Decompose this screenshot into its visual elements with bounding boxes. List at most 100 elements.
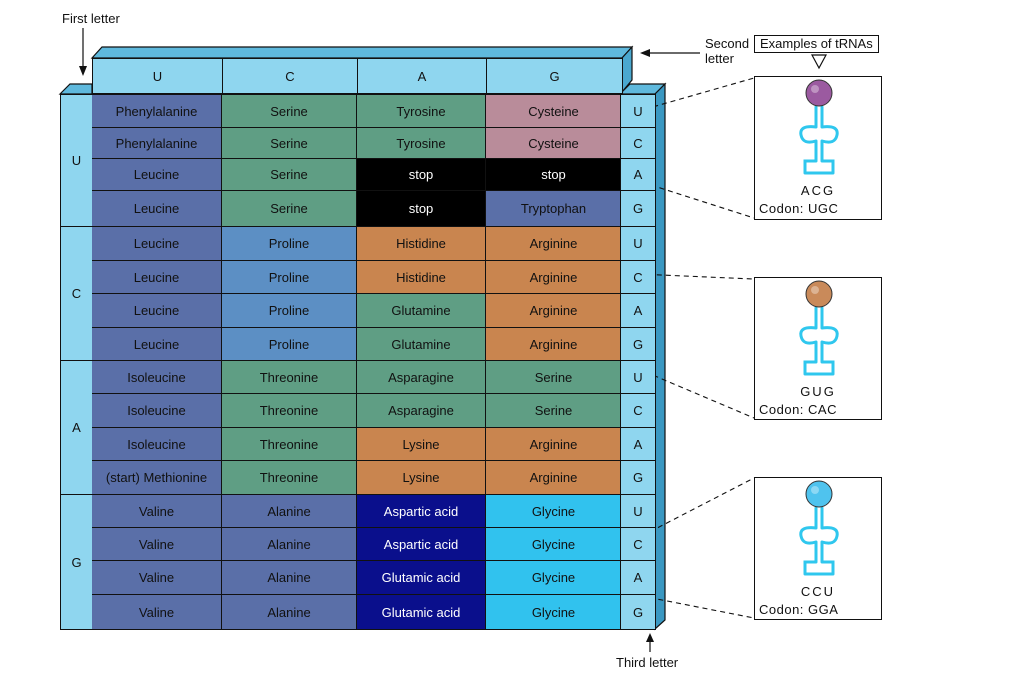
trna-1-codon: Codon: UGC [759, 201, 839, 216]
codon-cell: Proline [222, 328, 357, 361]
third-letter-cell: U [621, 495, 655, 528]
codon-cell: Isoleucine [92, 394, 222, 428]
codon-cell: Lysine [357, 428, 486, 461]
codon-cell: Glycine [486, 495, 621, 528]
codon-cell: Serine [222, 159, 357, 191]
third-letter-cell: G [621, 328, 655, 361]
codon-cell: Glycine [486, 595, 621, 630]
codon-cell: Isoleucine [92, 428, 222, 461]
second-letter-U: U [92, 58, 223, 94]
third-letter-cell: C [621, 394, 655, 428]
codon-cell: Serine [222, 191, 357, 227]
third-letter-cell: U [621, 95, 655, 128]
second-letter-C: C [222, 58, 358, 94]
third-letter-cell: G [621, 461, 655, 495]
codon-cell: Glutamic acid [357, 561, 486, 595]
trna-2-icon [799, 280, 839, 376]
codon-cell: Proline [222, 294, 357, 328]
codon-cell: Glutamine [357, 294, 486, 328]
codon-cell: Glycine [486, 528, 621, 561]
codon-cell: Aspartic acid [357, 495, 486, 528]
trna-example-2: GUG Codon: CAC [754, 277, 882, 420]
codon-cell: Proline [222, 227, 357, 261]
codon-cell: Threonine [222, 394, 357, 428]
second-letter-A: A [357, 58, 487, 94]
codon-cell: Valine [92, 561, 222, 595]
codon-cell: Cysteine [486, 128, 621, 159]
third-letter-cell: U [621, 361, 655, 394]
first-letter-label: First letter [62, 11, 120, 26]
codon-cell: Alanine [222, 561, 357, 595]
codon-cell: Threonine [222, 428, 357, 461]
codon-cell: Phenylalanine [92, 95, 222, 128]
codon-cell: stop [357, 191, 486, 227]
codon-cell: Serine [222, 128, 357, 159]
codon-cell: Arginine [486, 227, 621, 261]
codon-cell: (start) Methionine [92, 461, 222, 495]
first-letter-G: G [60, 494, 93, 630]
codon-cell: Serine [222, 95, 357, 128]
first-letter-C: C [60, 226, 93, 361]
codon-cell: Tryptophan [486, 191, 621, 227]
codon-cell: Arginine [486, 461, 621, 495]
third-letter-cell: C [621, 261, 655, 294]
third-letter-cell: A [621, 428, 655, 461]
third-letter-label: Third letter [616, 655, 679, 670]
trna-3-anticodon: CCU [800, 584, 836, 599]
codon-cell: Leucine [92, 191, 222, 227]
third-letter-cell: A [621, 159, 655, 191]
codon-cell: Glutamine [357, 328, 486, 361]
trna-3-codon: Codon: GGA [759, 602, 839, 617]
codon-cell: Glutamic acid [357, 595, 486, 630]
trna-example-3: CCU Codon: GGA [754, 477, 882, 620]
codon-cell: Alanine [222, 495, 357, 528]
codon-cell: Asparagine [357, 361, 486, 394]
trna-1-anticodon: ACG [800, 183, 836, 198]
codon-cell: Alanine [222, 595, 357, 630]
third-letter-cell: A [621, 561, 655, 595]
third-letter-cell: C [621, 528, 655, 561]
codon-cell: Arginine [486, 328, 621, 361]
codon-cell: Leucine [92, 159, 222, 191]
codon-cell: Arginine [486, 294, 621, 328]
codon-cell: Asparagine [357, 394, 486, 428]
trna-example-1: ACG Codon: UGC [754, 76, 882, 220]
codon-cell: Phenylalanine [92, 128, 222, 159]
codon-cell: Glycine [486, 561, 621, 595]
third-letter-cell: C [621, 128, 655, 159]
second-letter-label: Second letter [705, 36, 750, 66]
trna-3-icon [799, 480, 839, 576]
codon-cell: Valine [92, 495, 222, 528]
trna-1-icon [799, 79, 839, 175]
codon-cell: Serine [486, 361, 621, 394]
codon-cell: Leucine [92, 328, 222, 361]
codon-cell: Valine [92, 528, 222, 561]
codon-cell: Serine [486, 394, 621, 428]
second-letter-G: G [486, 58, 623, 94]
trna-2-anticodon: GUG [800, 384, 836, 399]
codon-cell: Leucine [92, 227, 222, 261]
first-letter-A: A [60, 360, 93, 495]
third-letter-cell: G [621, 191, 655, 227]
codon-cell: Threonine [222, 461, 357, 495]
codon-cell: Histidine [357, 227, 486, 261]
codon-cell: Proline [222, 261, 357, 294]
third-letter-cell: G [621, 595, 655, 630]
first-letter-U: U [60, 94, 93, 227]
codon-cell: Aspartic acid [357, 528, 486, 561]
codon-cell: Tyrosine [357, 128, 486, 159]
third-letter-cell: A [621, 294, 655, 328]
third-letter-cell: U [621, 227, 655, 261]
codon-cell: Cysteine [486, 95, 621, 128]
codon-cell: stop [486, 159, 621, 191]
codon-cell: Isoleucine [92, 361, 222, 394]
codon-cell: Leucine [92, 294, 222, 328]
codon-cell: stop [357, 159, 486, 191]
codon-cell: Leucine [92, 261, 222, 294]
trna-2-codon: Codon: CAC [759, 402, 837, 417]
codon-cell: Histidine [357, 261, 486, 294]
codon-cell: Arginine [486, 428, 621, 461]
codon-cell: Tyrosine [357, 95, 486, 128]
